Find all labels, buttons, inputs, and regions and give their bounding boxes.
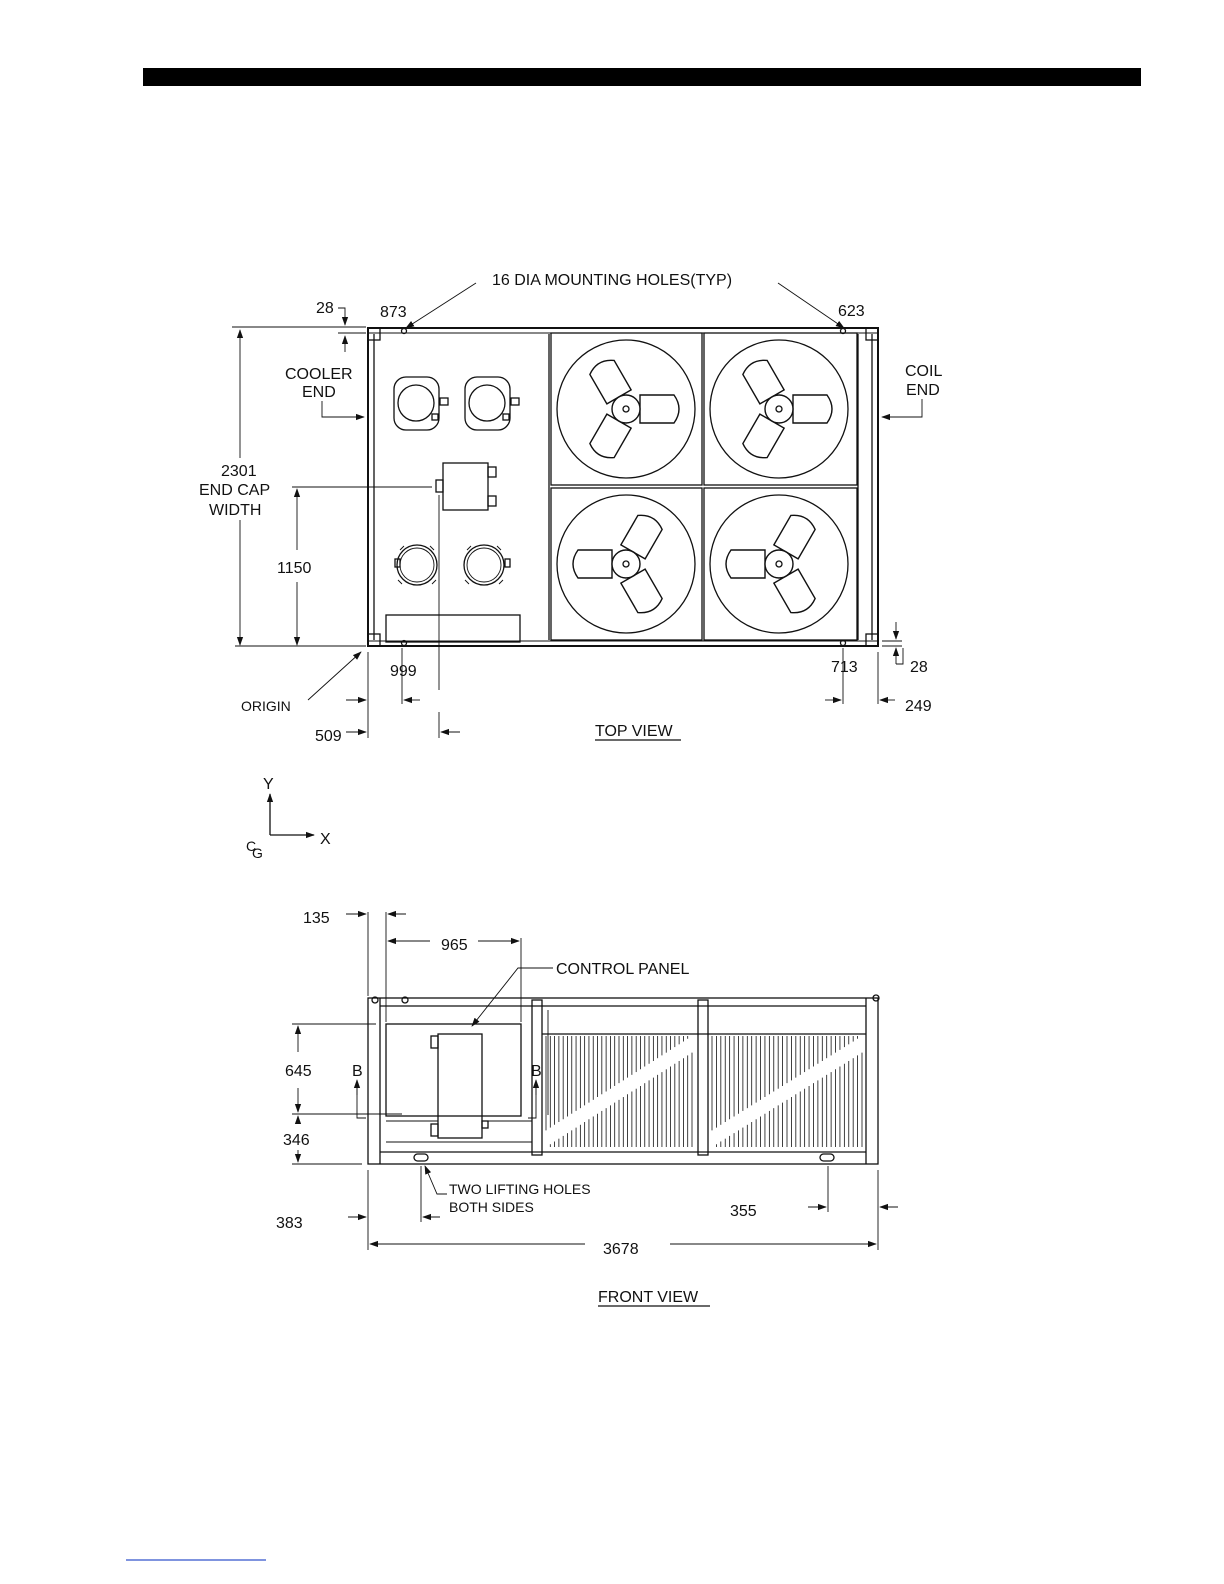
dim-999: 999: [390, 663, 417, 680]
cg-label: G: [252, 845, 263, 861]
compressor: [394, 377, 448, 430]
coil-end-label: COIL: [905, 363, 942, 380]
compressor: [464, 545, 510, 585]
lifting-hole: [414, 1154, 428, 1161]
lifting-hole: [820, 1154, 834, 1161]
control-panel-box: [438, 1034, 482, 1138]
dim-509: 509: [315, 728, 342, 745]
width-label: 2301: [221, 463, 257, 480]
fan: [557, 340, 695, 478]
fan: [710, 495, 848, 633]
dim-346: 346: [283, 1132, 310, 1149]
compressor: [395, 545, 437, 585]
fan: [710, 340, 848, 478]
dim-249: 249: [905, 698, 932, 715]
dim-623: 623: [838, 303, 865, 320]
dim-28-bottom: 28: [910, 659, 928, 676]
dim-28-top: 28: [316, 300, 334, 317]
dim-355: 355: [730, 1203, 757, 1220]
dim-383: 383: [276, 1215, 303, 1232]
section-b-left: B: [352, 1063, 363, 1080]
dim-873: 873: [380, 304, 407, 321]
compressor-compartment: [386, 1024, 521, 1116]
dim-713: 713: [831, 659, 858, 676]
top-view: 16 DIA MOUNTING HOLES(TYP) 873 623 28 CO…: [199, 272, 942, 745]
front-view-title: FRONT VIEW: [598, 1289, 699, 1306]
origin-label: ORIGIN: [241, 698, 291, 714]
section-b-right: B: [531, 1063, 542, 1080]
lifting-holes-note: TWO LIFTING HOLES: [449, 1181, 591, 1197]
coordinate-axes: Y X C G: [246, 776, 331, 861]
dim-965: 965: [441, 937, 468, 954]
electrical-panel: [386, 615, 520, 642]
dim-645: 645: [285, 1063, 312, 1080]
dim-3678: 3678: [603, 1241, 639, 1258]
axis-x-label: X: [320, 831, 331, 848]
axis-y-label: Y: [263, 776, 274, 793]
control-box: [436, 463, 496, 510]
coil-hatching: [546, 1036, 862, 1147]
lifting-holes-note: BOTH SIDES: [449, 1199, 534, 1215]
coil-end-label: END: [906, 382, 940, 399]
fan: [557, 495, 695, 633]
width-label: WIDTH: [209, 502, 261, 519]
front-view: CONTROL PANEL B B 135 965 645 346 TWO LI…: [276, 910, 898, 1306]
top-view-title: TOP VIEW: [595, 723, 674, 740]
cooler-end-label: END: [302, 384, 336, 401]
header-bar: [143, 68, 1141, 86]
dim-135: 135: [303, 910, 330, 927]
width-label: END CAP: [199, 482, 270, 499]
compressor: [465, 377, 519, 430]
dim-1150: 1150: [277, 560, 312, 577]
control-panel-label: CONTROL PANEL: [556, 961, 689, 978]
cooler-end-label: COOLER: [285, 366, 353, 383]
mounting-holes-note: 16 DIA MOUNTING HOLES(TYP): [492, 272, 732, 289]
